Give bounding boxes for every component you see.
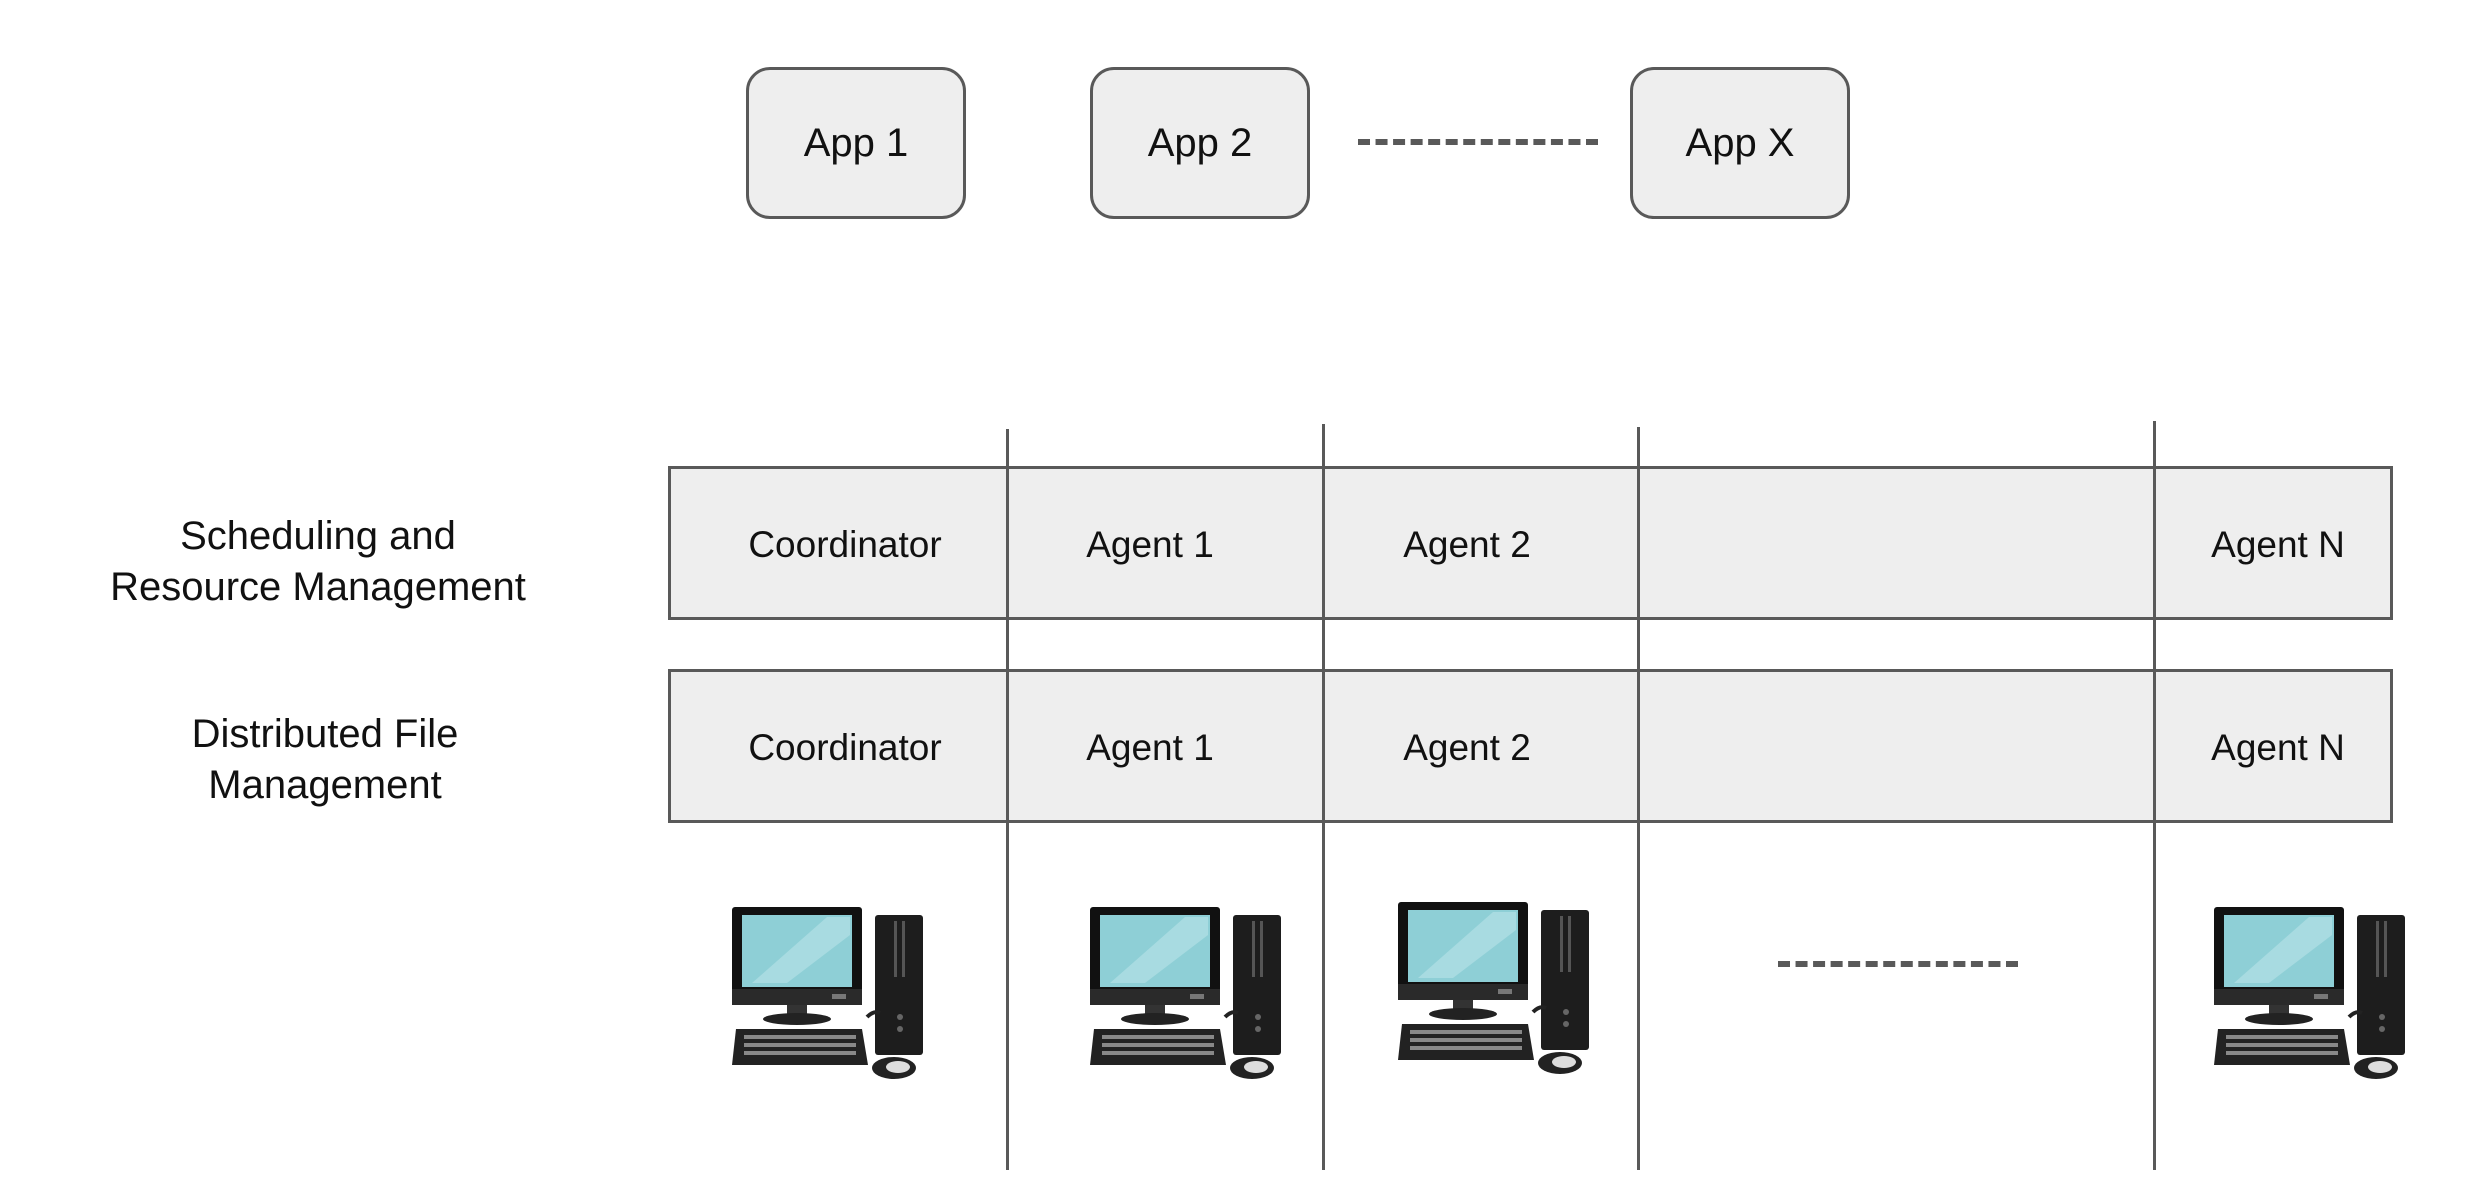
scheduling-layer-bar	[668, 466, 2393, 620]
file-agent-1-cell: Agent 1	[1086, 727, 1214, 768]
desktop-computer-icon	[1090, 905, 1290, 1080]
file-coordinator-cell: Coordinator	[748, 727, 942, 768]
scheduling-label-line1: Scheduling and	[180, 514, 456, 558]
file-layer-label: Distributed File Management	[192, 709, 459, 811]
file-agent-2-cell: Agent 2	[1403, 727, 1531, 768]
desktop-computer-icon	[2214, 905, 2414, 1080]
app-2-box: App 2	[1090, 67, 1310, 219]
app-1-label: App 1	[803, 120, 909, 165]
machines-ellipsis-dash	[1778, 961, 2018, 967]
file-agent-n-cell: Agent N	[2211, 727, 2345, 768]
desktop-computer-svg	[732, 907, 923, 1079]
column-divider-1	[1006, 429, 1009, 1170]
scheduling-agent-n-cell: Agent N	[2211, 524, 2345, 565]
desktop-computer-svg	[1090, 907, 1281, 1079]
column-divider-2	[1322, 424, 1325, 1170]
file-layer-bar	[668, 669, 2393, 823]
file-label-line1: Distributed File	[191, 712, 459, 756]
app-x-box: App X	[1630, 67, 1850, 219]
desktop-computer-icon	[1398, 900, 1598, 1075]
app-2-label: App 2	[1147, 120, 1253, 165]
app-1-box: App 1	[746, 67, 966, 219]
file-label-line2: Management	[208, 763, 442, 807]
apps-ellipsis-dash	[1358, 139, 1598, 145]
desktop-computer-svg	[2214, 907, 2405, 1079]
desktop-computer-icon	[732, 905, 932, 1080]
scheduling-layer-label: Scheduling and Resource Management	[110, 511, 526, 613]
scheduling-label-line2: Resource Management	[110, 565, 526, 609]
scheduling-coordinator-cell: Coordinator	[748, 524, 942, 565]
column-divider-4	[2153, 421, 2156, 1170]
scheduling-agent-2-cell: Agent 2	[1403, 524, 1531, 565]
column-divider-3	[1637, 427, 1640, 1170]
app-x-label: App X	[1685, 120, 1795, 165]
desktop-computer-svg	[1398, 902, 1589, 1074]
scheduling-agent-1-cell: Agent 1	[1086, 524, 1214, 565]
